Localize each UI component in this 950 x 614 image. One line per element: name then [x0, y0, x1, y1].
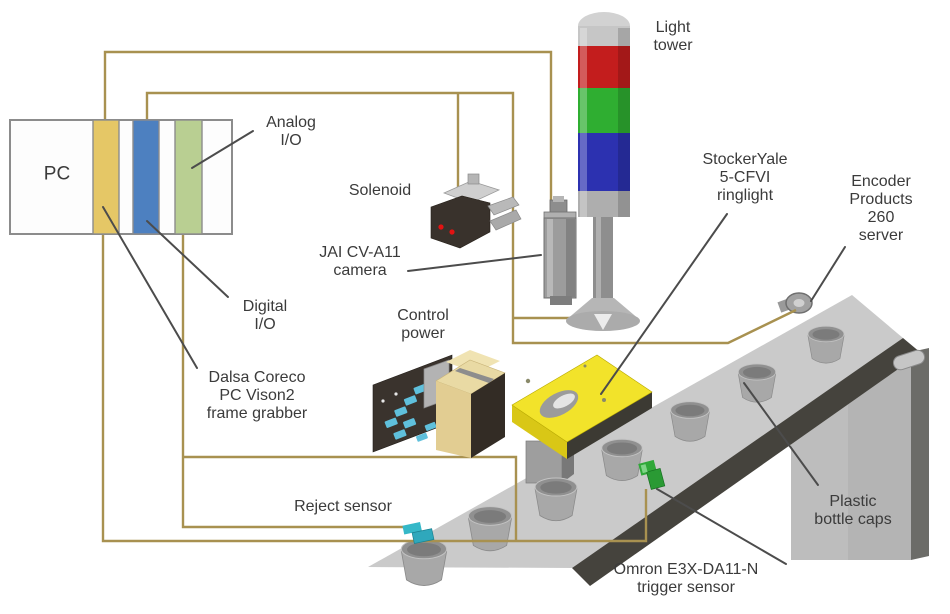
bottle-cap — [807, 325, 845, 364]
digital-io-card — [132, 119, 160, 235]
bottle-caps — [400, 325, 845, 586]
bottle-cap — [534, 477, 578, 522]
camera-lens — [550, 296, 572, 305]
bottle-cap — [467, 506, 513, 552]
conveyor-front-band — [572, 338, 921, 586]
analog-io-card — [174, 119, 203, 235]
label-solenoid: Solenoid — [348, 181, 412, 199]
solenoid-led — [438, 224, 444, 230]
tower-base-segment — [578, 191, 630, 217]
encoder-wheel — [777, 292, 813, 314]
bottle-cap — [737, 363, 777, 403]
ringlight-assembly — [511, 354, 653, 522]
label-pc: PC — [43, 163, 71, 185]
label-control-power: Control power — [397, 306, 449, 342]
ringlight-left-edge — [512, 405, 567, 459]
frame-grabber-card — [92, 119, 120, 235]
ringlight-plate — [511, 354, 653, 443]
wire-framegrabber-trigger-sensor — [101, 234, 648, 543]
pointer-encoder — [810, 246, 846, 302]
label-reject-sensor: Reject sensor — [294, 497, 392, 515]
pointer-ringlight — [600, 213, 728, 395]
solenoid-device — [430, 173, 522, 249]
pc-box — [9, 119, 233, 235]
camera-device — [543, 196, 577, 305]
bottle-cap — [400, 538, 448, 586]
conveyor-end-roller — [892, 349, 926, 371]
bottle-cap — [670, 401, 710, 442]
label-encoder: Encoder Products 260 server — [849, 172, 913, 245]
trigger-sensor — [638, 459, 666, 490]
pointer-digital-io — [146, 220, 229, 298]
label-bottle-caps: Plastic bottle caps — [814, 492, 892, 528]
reject-sensor — [402, 521, 435, 545]
terminal-blocks — [384, 384, 437, 442]
tower-green-segment — [578, 88, 630, 133]
pointer-analog-io — [191, 130, 254, 169]
ringlight-under-edge — [567, 392, 652, 459]
pointer-trigger-sensor — [656, 488, 787, 565]
conveyor-support-edge — [911, 348, 929, 560]
conveyor-belt-surface — [368, 295, 903, 568]
power-supply-front — [436, 381, 471, 458]
label-trigger-sensor: Omron E3X-DA11-N trigger sensor — [613, 560, 759, 596]
pointer-lines — [102, 130, 846, 565]
bottle-cap — [601, 438, 643, 482]
wire-analogio-reject-sensor — [181, 234, 409, 529]
control-power-unit — [372, 350, 506, 458]
label-digital-io: Digital I/O — [242, 297, 288, 333]
pointer-frame-grabber — [102, 206, 198, 369]
tower-blue-segment — [578, 133, 630, 191]
light-tower-device — [566, 12, 640, 331]
wire-analogio-branch — [183, 455, 518, 540]
pointer-camera — [407, 254, 542, 272]
wire-framegrabber-camera — [103, 50, 553, 213]
label-ringlight: StockerYale 5-CFVI ringlight — [702, 150, 788, 205]
power-supply-side — [471, 373, 505, 458]
tower-red-segment — [578, 46, 630, 88]
solenoid-led — [449, 229, 455, 235]
conveyor — [368, 292, 929, 586]
pointer-bottle-caps — [743, 382, 819, 486]
label-analog-io: Analog I/O — [266, 113, 316, 149]
label-frame-grabber: Dalsa Coreco PC Vison2 frame grabber — [206, 368, 308, 423]
label-jai-camera: JAI CV-A11 camera — [319, 243, 401, 279]
label-light-tower: Light tower — [653, 18, 693, 54]
